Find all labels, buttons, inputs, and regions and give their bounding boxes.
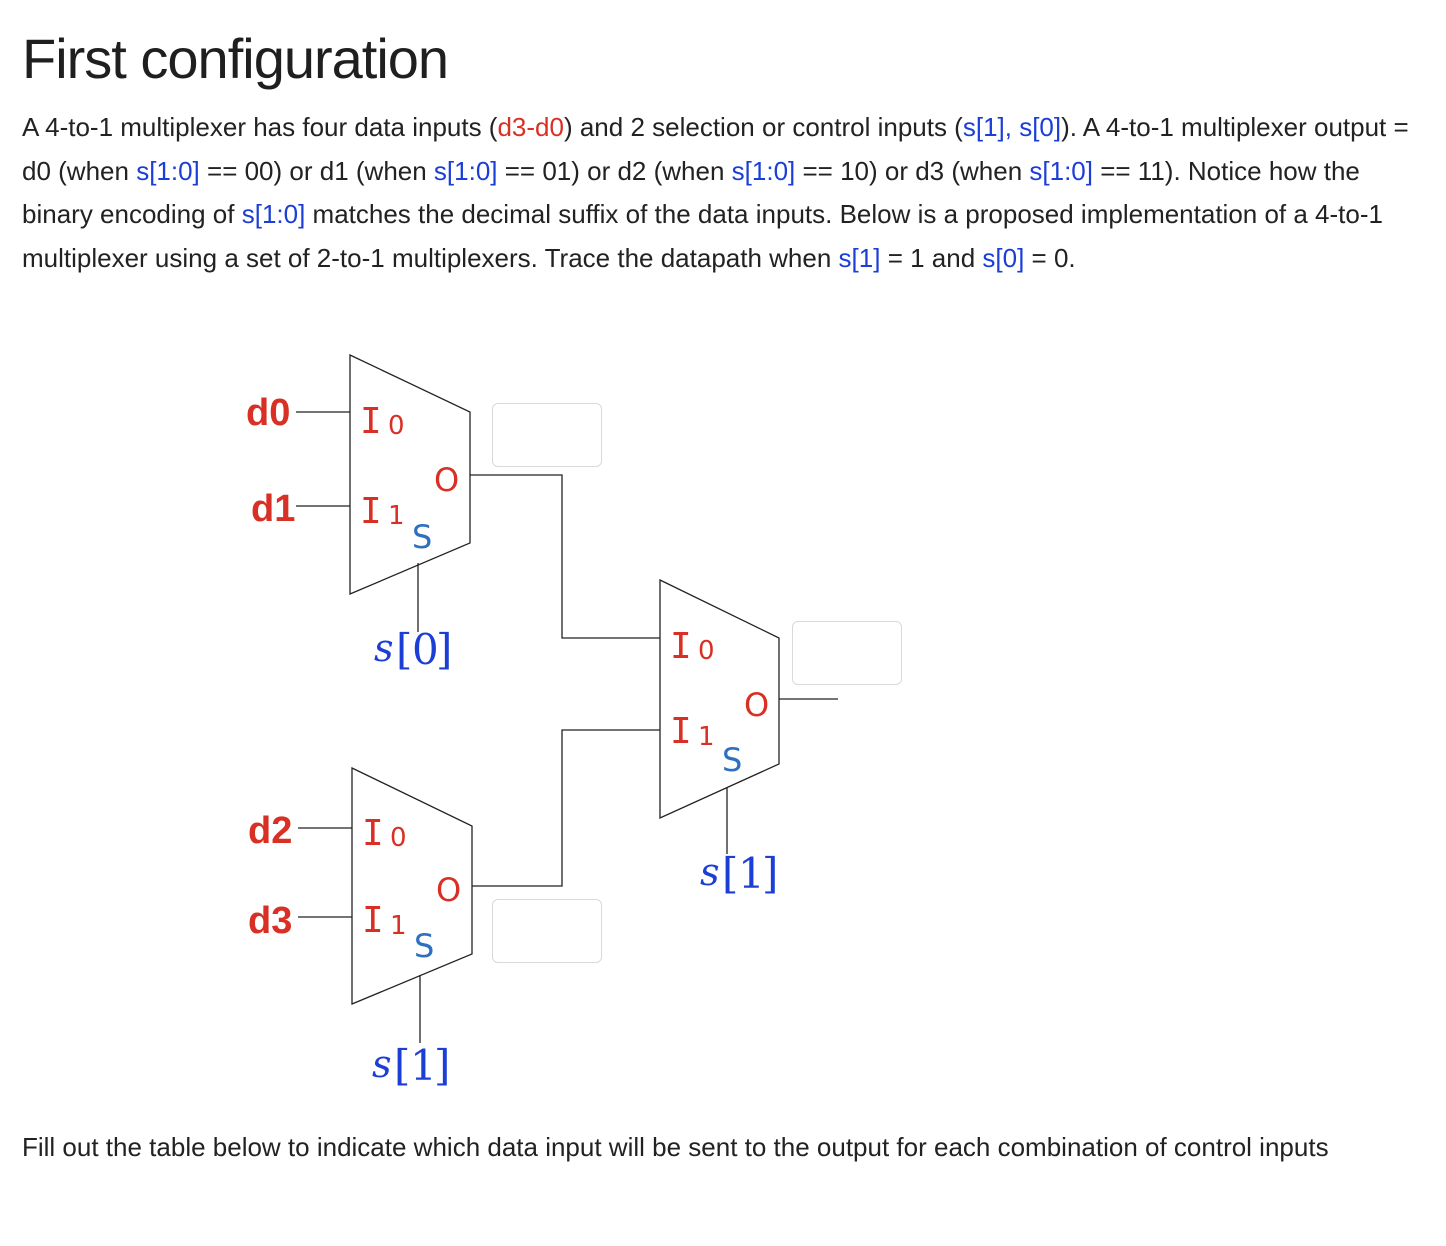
- input-label-d3: d3: [248, 900, 292, 942]
- signal-name: s[1:0]: [1029, 155, 1093, 186]
- port-i1-label: I: [360, 491, 382, 532]
- input-label-d1: d1: [251, 488, 295, 530]
- page-title: First configuration: [22, 27, 449, 90]
- signal-name: s[1:0]: [731, 155, 796, 186]
- final-output-input[interactable]: [792, 621, 902, 685]
- signal-name: s[1:0]: [241, 199, 306, 229]
- port-s-label: S: [412, 518, 432, 556]
- select-label-s1-bottom: s [ 1 ]: [372, 1041, 450, 1090]
- port-i1-label: I: [670, 711, 692, 752]
- text-segment: ). A 4-to-1 multiplexer output = d0 (whe…: [22, 112, 1409, 186]
- signal-name: s[0]: [982, 242, 1025, 273]
- port-o-label: O: [434, 461, 459, 499]
- text-segment: matches the decimal suffix of the data i…: [22, 199, 1383, 273]
- select-label-s1-final: s [ 1 ]: [700, 849, 778, 898]
- svg-text:0: 0: [390, 823, 407, 853]
- input-label-d2: d2: [248, 810, 292, 852]
- port-o-label: O: [744, 686, 769, 724]
- svg-text:[: [: [394, 1041, 410, 1090]
- port-i0-label: I: [670, 626, 692, 667]
- text-segment: = 0.: [1024, 242, 1076, 273]
- text-segment: A 4-to-1 multiplexer has four data input…: [22, 112, 498, 142]
- text-segment: == 11). Notice how the binary encoding o…: [22, 155, 1360, 230]
- port-i0-label: I: [362, 813, 384, 854]
- svg-text:s: s: [700, 850, 720, 894]
- signal-name: s[1:0]: [136, 155, 200, 186]
- svg-text:0: 0: [412, 625, 439, 674]
- svg-text:1: 1: [410, 1041, 437, 1090]
- svg-text:]: ]: [762, 849, 778, 898]
- port-i0-label: I: [360, 401, 382, 442]
- text-segment: ) and 2 selection or control inputs (: [563, 112, 963, 142]
- svg-text:s: s: [372, 1042, 392, 1086]
- svg-text:0: 0: [698, 636, 715, 666]
- intro-paragraph: A 4-to-1 multiplexer has four data input…: [22, 106, 1432, 280]
- text-segment: = 1 and: [880, 242, 983, 273]
- svg-text:1: 1: [388, 501, 405, 531]
- port-s-label: S: [414, 927, 434, 965]
- wire-bottom-to-final: [472, 729, 660, 887]
- input-label-d0: d0: [246, 392, 290, 434]
- signal-name: d3-d0: [497, 112, 564, 142]
- port-o-label: O: [436, 871, 461, 909]
- port-i1-label: I: [362, 900, 384, 941]
- text-segment: == 00) or d1 (when: [199, 155, 434, 186]
- wire-top-to-final: [470, 474, 660, 639]
- text-segment: == 01) or d2 (when: [497, 155, 732, 186]
- select-label-s0: s [ 0 ]: [374, 625, 452, 674]
- port-s-label: S: [722, 741, 742, 779]
- svg-text:1: 1: [390, 911, 407, 941]
- mux-bottom: d2 d3 I 0 I 1 O S s [ 1 ]: [248, 766, 473, 1090]
- signal-name: s[1], s[0]: [962, 112, 1062, 142]
- mux-top: d0 d1 I 0 I 1 O S s [ 0 ]: [246, 353, 471, 674]
- mux-final: I 0 I 1 O S s [ 1 ]: [659, 578, 780, 898]
- signal-name: s[1:0]: [433, 155, 498, 186]
- signal-name: s[1]: [838, 242, 881, 273]
- svg-text:1: 1: [738, 849, 765, 898]
- instruction-paragraph: Fill out the table below to indicate whi…: [22, 1132, 1329, 1162]
- svg-text:1: 1: [698, 722, 715, 752]
- text-segment: == 10) or d3 (when: [795, 155, 1030, 186]
- top-mux-output-input[interactable]: [492, 403, 602, 467]
- svg-text:[: [: [396, 625, 412, 674]
- svg-text:0: 0: [388, 411, 405, 441]
- svg-text:]: ]: [436, 625, 452, 674]
- svg-text:]: ]: [434, 1041, 450, 1090]
- bottom-mux-output-input[interactable]: [492, 899, 602, 963]
- svg-text:s: s: [374, 626, 394, 670]
- svg-text:[: [: [722, 849, 738, 898]
